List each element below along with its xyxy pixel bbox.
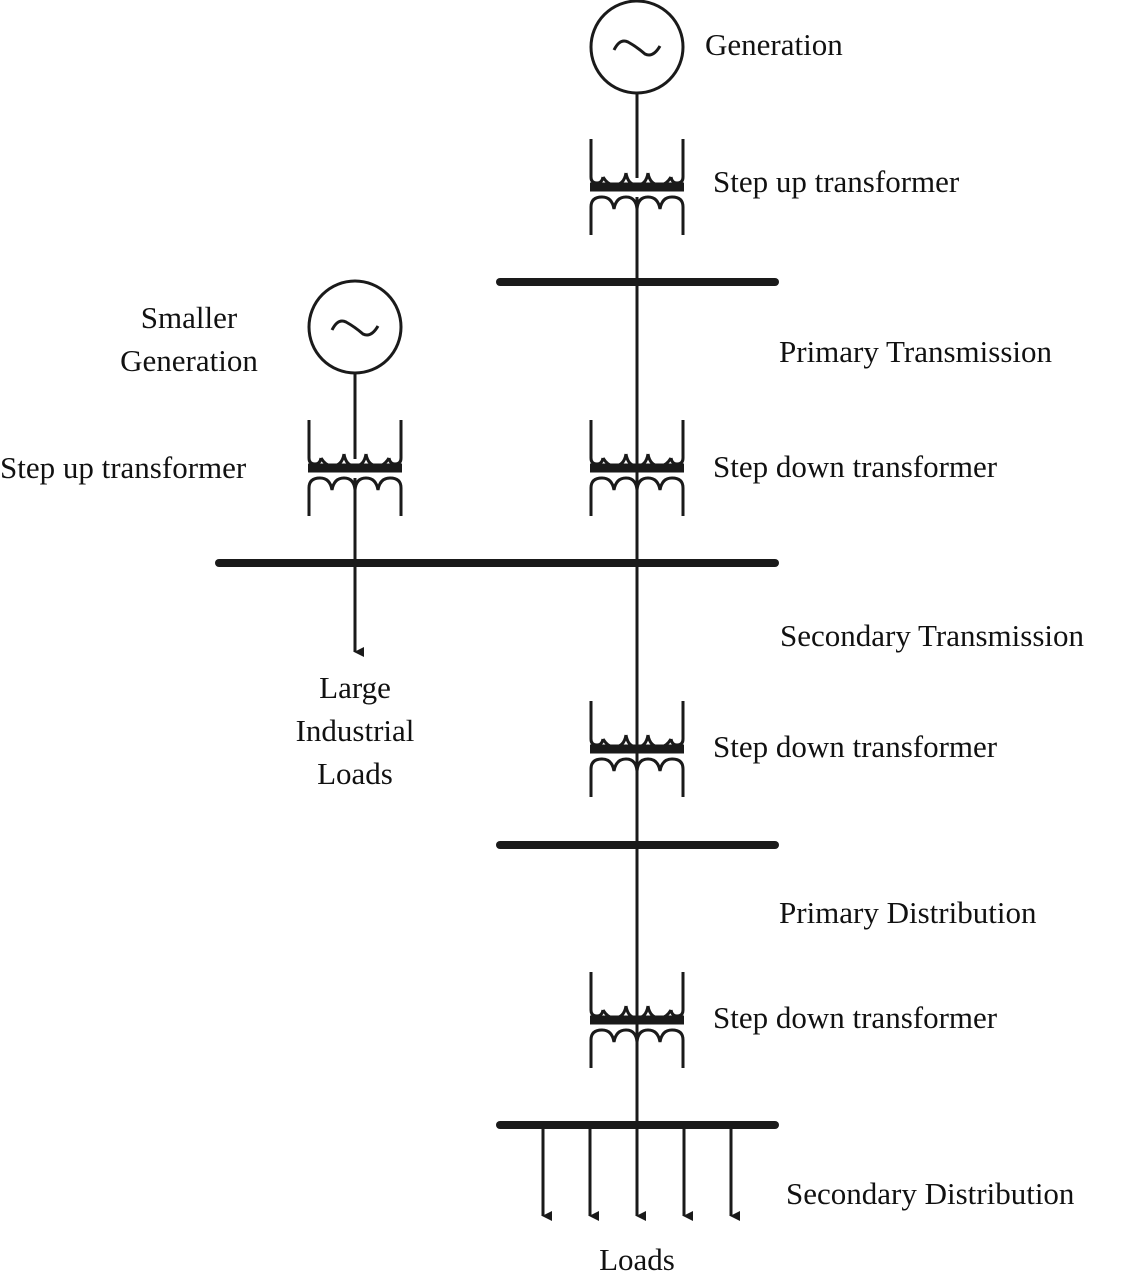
- generator-main: [589, 0, 685, 95]
- label-primary-distribution: Primary Distribution: [779, 895, 1037, 930]
- ac-wave-icon: [612, 39, 662, 57]
- label-smaller-generation-line1: Smaller: [141, 300, 238, 335]
- generator-small: [307, 279, 403, 375]
- label-step-down-3: Step down transformer: [713, 1000, 998, 1035]
- label-loads: Loads: [599, 1242, 675, 1273]
- label-primary-transmission: Primary Transmission: [779, 334, 1053, 369]
- label-secondary-distribution: Secondary Distribution: [786, 1176, 1075, 1211]
- label-industrial-line2: Industrial: [296, 713, 415, 748]
- load-arrows: [541, 1125, 740, 1221]
- ac-wave-icon: [330, 319, 380, 337]
- label-secondary-transmission: Secondary Transmission: [780, 618, 1084, 653]
- label-generation: Generation: [705, 27, 843, 62]
- label-industrial-line3: Loads: [317, 756, 393, 791]
- label-step-down-1: Step down transformer: [713, 449, 998, 484]
- label-step-down-2: Step down transformer: [713, 729, 998, 764]
- label-smaller-generation-line2: Generation: [120, 343, 258, 378]
- label-step-up-main: Step up transformer: [713, 164, 960, 199]
- label-step-up-small: Step up transformer: [0, 450, 247, 485]
- label-industrial-line1: Large: [319, 670, 391, 705]
